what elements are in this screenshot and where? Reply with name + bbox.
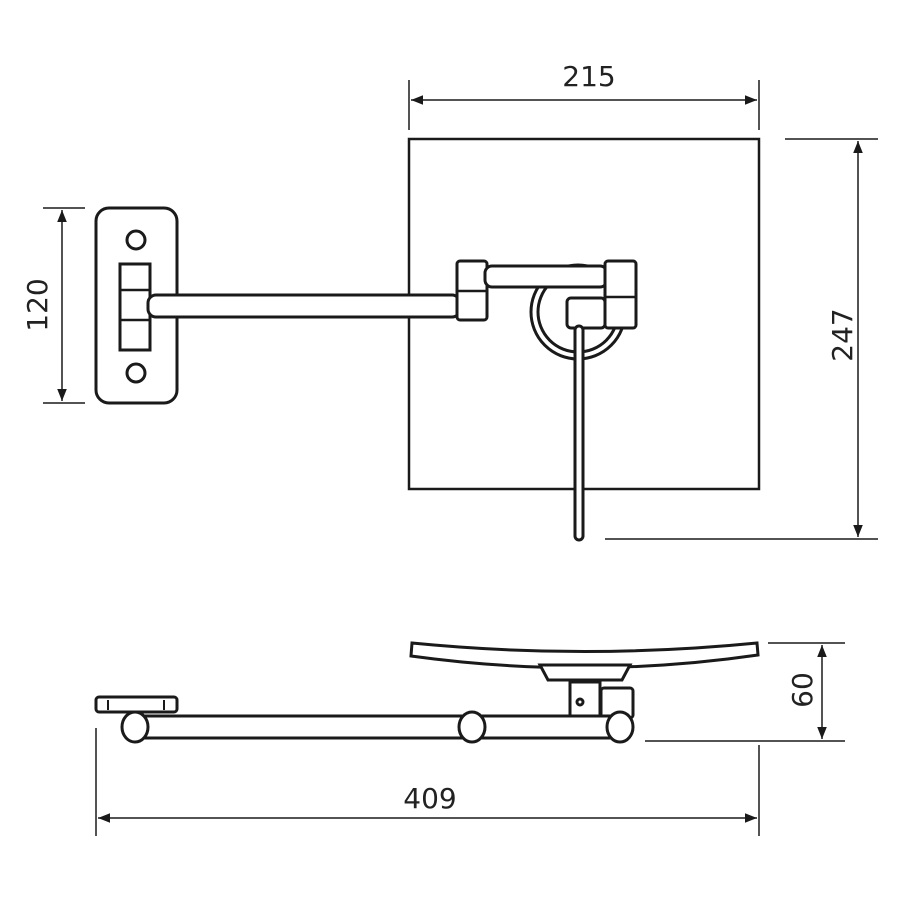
- side-view: 409 60: [94, 641, 845, 836]
- dimension-height: 247: [605, 138, 878, 540]
- swivel-joint: [603, 259, 638, 330]
- upper-arm: [483, 264, 609, 289]
- mount-stem: [568, 680, 602, 718]
- dimension-length: 409: [95, 728, 760, 836]
- length-label: 409: [403, 782, 456, 815]
- screw-hole-bottom: [125, 362, 147, 384]
- dimension-width: 215: [408, 60, 760, 130]
- hinge-block: [118, 262, 152, 352]
- screw-hole-top: [125, 229, 147, 251]
- side-joint-elbow: [457, 710, 487, 744]
- side-joint-swivel: [605, 710, 635, 744]
- depth-label: 60: [786, 672, 819, 708]
- width-label: 215: [562, 60, 615, 93]
- side-arm: [133, 714, 622, 740]
- side-joint-wall: [120, 710, 150, 744]
- top-view: 215 247 120: [21, 60, 878, 542]
- height-label: 247: [826, 308, 859, 361]
- mirror-side-profile: [409, 641, 760, 670]
- plate-height-label: 120: [21, 278, 54, 331]
- lower-arm: [146, 293, 462, 319]
- mirror-back-base: [537, 663, 633, 682]
- dimension-plate-height: 120: [21, 207, 85, 404]
- swivel-block: [565, 296, 607, 330]
- adjust-rod: [573, 324, 585, 542]
- dimension-depth: 60: [645, 642, 845, 742]
